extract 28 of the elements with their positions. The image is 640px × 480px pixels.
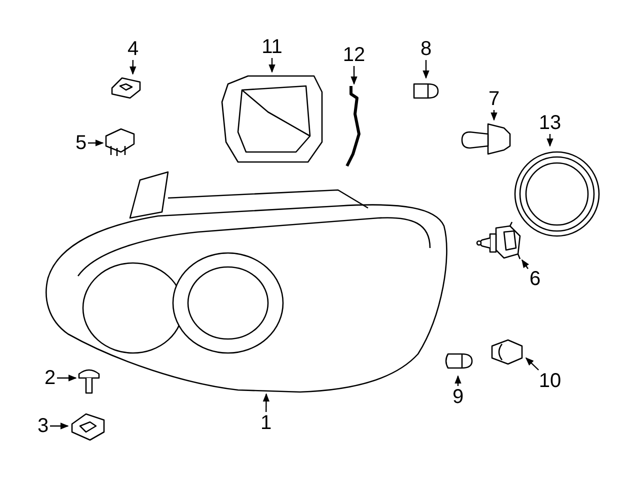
callout-number: 13 [538,112,562,134]
callout-number: 3 [36,415,50,437]
leader-arrow [454,375,462,386]
leader-arrow [50,422,69,430]
bracket-drawing [103,126,137,158]
callout-number: 8 [419,38,433,60]
leader-arrow [350,66,358,85]
callout-number: 5 [74,132,88,154]
callout-number: 1 [259,412,273,434]
leader-arrow [422,60,430,79]
callout-number: 2 [43,367,57,389]
leader-arrow [525,357,539,370]
callout-number: 7 [487,88,501,110]
leader-arrow [546,134,554,147]
leader-arrow [490,110,498,121]
callout-number: 12 [342,44,366,66]
leader-arrow [130,60,136,75]
callout-number: 4 [126,38,140,60]
leader-arrow [522,259,530,270]
bulb-socket-drawing [476,222,522,262]
leader-arrow [57,374,77,382]
callout-number: 9 [451,386,465,408]
leader-arrow [262,393,270,412]
leader-arrow [268,58,276,73]
callout-number: 6 [528,268,542,290]
callout-number: 11 [260,36,284,58]
callout-number: 10 [538,370,562,392]
leader-arrow [88,140,104,146]
